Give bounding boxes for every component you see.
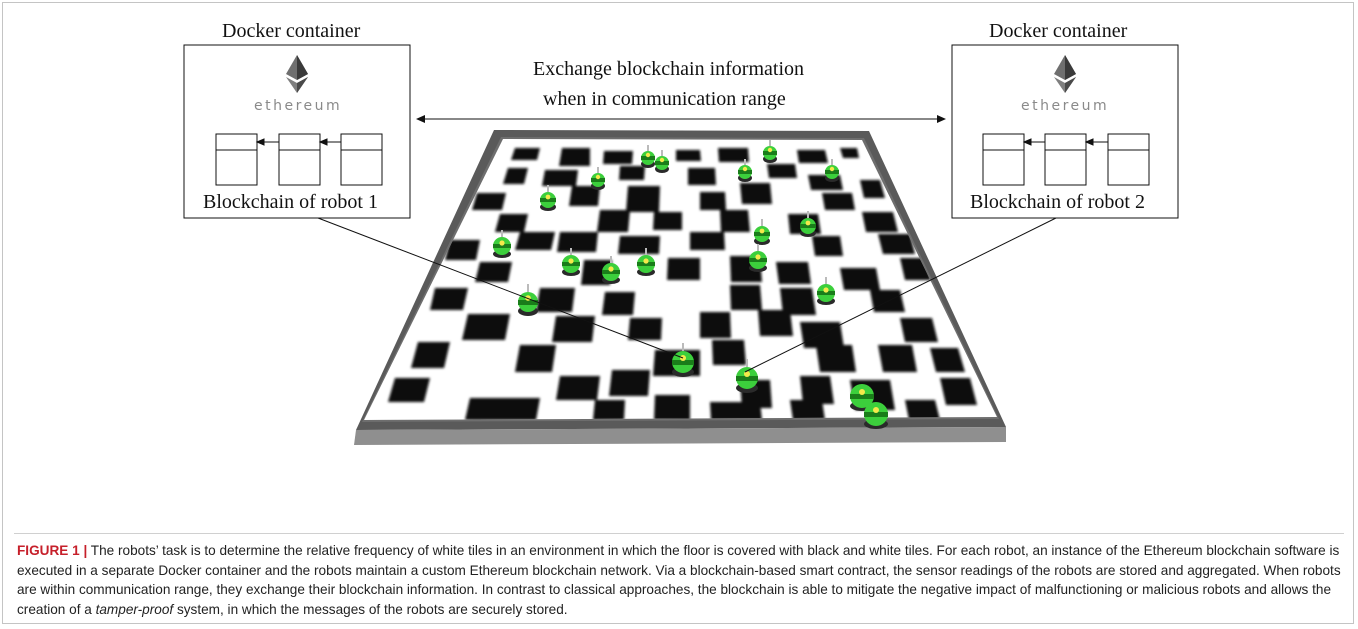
left-chain-label: Blockchain of robot 1 xyxy=(203,191,378,213)
exchange-label-line2: when in communication range xyxy=(543,88,786,110)
robot-icon xyxy=(518,284,538,316)
block-chain-left xyxy=(215,133,383,186)
right-container-title: Docker container xyxy=(989,20,1128,42)
docker-container-left xyxy=(183,44,411,219)
floor-tiles xyxy=(388,148,977,420)
robot-icon xyxy=(591,167,605,190)
robot-icon xyxy=(763,140,777,163)
robot-icon xyxy=(754,219,770,245)
robot-icon xyxy=(749,244,767,272)
right-chain-label: Blockchain of robot 2 xyxy=(970,191,1145,213)
block-chain-right xyxy=(982,133,1150,186)
robot-icon xyxy=(562,248,580,276)
robots xyxy=(493,140,888,429)
robot-icon xyxy=(655,150,669,173)
caption-text-part2: system, in which the messages of the rob… xyxy=(173,601,568,617)
ethereum-logo-icon xyxy=(1054,55,1076,93)
robot-icon xyxy=(641,145,655,168)
robot-icon xyxy=(736,359,758,393)
robot-icon xyxy=(825,159,839,182)
robot-icon xyxy=(738,159,752,182)
robot-icon xyxy=(672,343,694,377)
robot-icon xyxy=(493,230,511,258)
robot-icon xyxy=(817,277,835,305)
figure-caption: FIGURE 1 | The robots’ task is to determ… xyxy=(17,541,1342,619)
exchange-label-line1: Exchange blockchain information xyxy=(533,58,805,80)
caption-divider xyxy=(14,533,1344,534)
robot-icon xyxy=(602,256,620,284)
ethereum-logo-icon xyxy=(286,55,308,93)
docker-container-right xyxy=(951,44,1179,219)
left-ethereum-wordmark: ethereum xyxy=(254,98,343,114)
left-container-title: Docker container xyxy=(222,20,361,42)
caption-emphasis: tamper-proof xyxy=(95,601,174,617)
right-ethereum-wordmark: ethereum xyxy=(1021,98,1110,114)
robot-icon xyxy=(800,211,816,237)
robot-icon xyxy=(850,384,874,411)
exchange-arrow xyxy=(416,115,946,123)
robot-icon xyxy=(540,185,556,211)
figure-label: FIGURE 1 | xyxy=(17,543,88,558)
figure-illustration xyxy=(183,44,1179,445)
caption-text-part1: The robots’ task is to determine the rel… xyxy=(17,543,1341,617)
robot-icon xyxy=(637,248,655,276)
robot-icon xyxy=(864,402,888,429)
robot-connectors xyxy=(317,217,1057,373)
